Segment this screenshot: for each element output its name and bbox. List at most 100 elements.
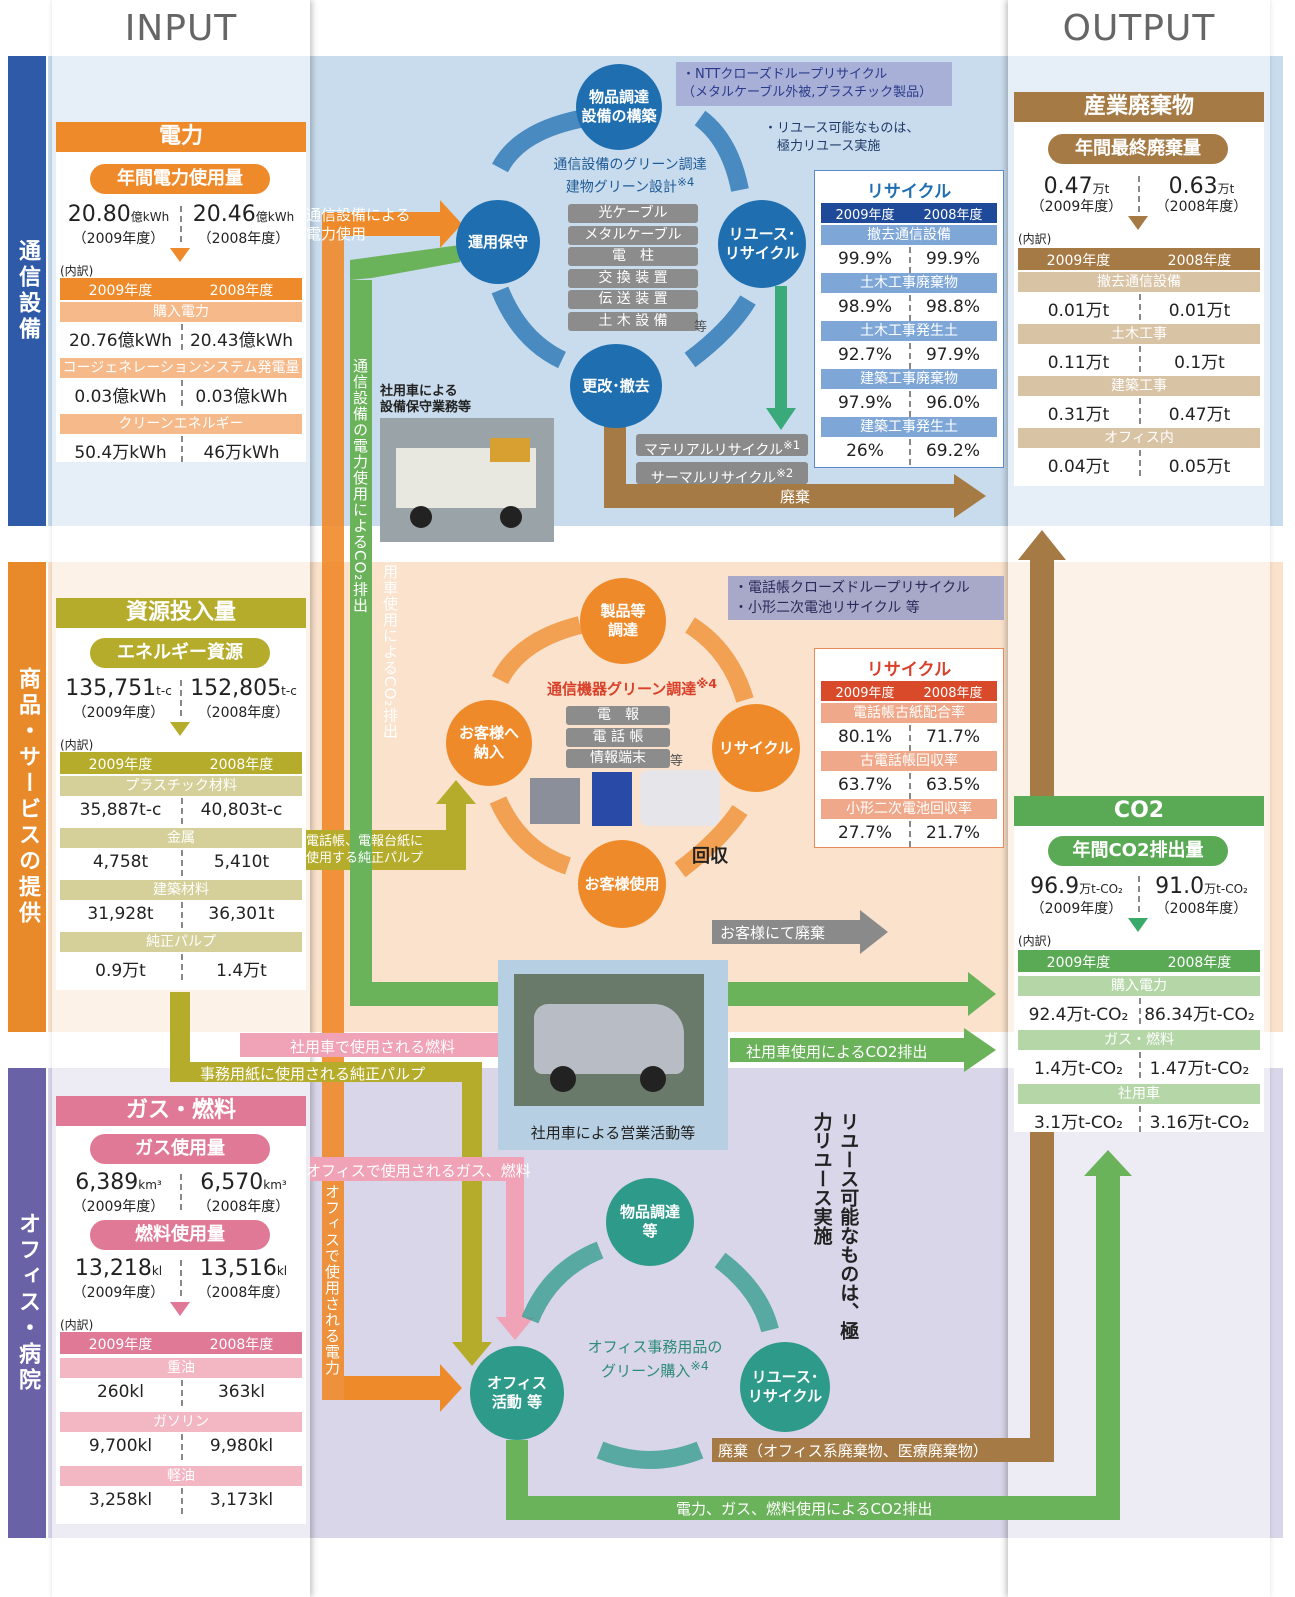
waste-panel: 産業廃棄物 年間最終廃棄量 0.47万t 0.63万t （2009年度） （20… [1014,92,1264,486]
sales-car-box: 社用車による営業活動等 [498,960,728,1150]
section-office: オフィス・病院 [8,1068,46,1538]
value-2009: 1.4万t-CO₂ [1034,1059,1123,1079]
year-2008: （2008年度） [1155,199,1248,215]
telecom-dispose-label: 廃棄 [780,488,811,506]
pulp-flow-label: 電話帳、電報台紙に 使用する純正パルプ [306,834,424,866]
value-2008: 69.2% [925,441,980,461]
year-2009: （2009年度） [1030,901,1123,917]
divider [181,436,183,462]
row-label: 電話帳古紙配合率 [821,703,997,723]
equipment-tag: 伝 送 装 置 [568,290,698,309]
value-2008: 96.0% [925,393,980,413]
divider [1138,176,1140,212]
input-header: INPUT [124,8,238,49]
sales-car-photo [514,974,704,1106]
value-2009: 80.1% [837,727,892,747]
co2-pill: 年間CO2排出量 [1048,836,1228,866]
year-2008: （2008年度） [197,705,290,721]
truck-wheel [500,506,522,528]
telecom-power-flow-label: 通信設備による 電力使用 [306,206,411,243]
telephone-photo [640,770,720,826]
gas-year-header: 2009年度 2008年度 [60,1332,302,1354]
waste-total-2008: 0.63万t [1168,174,1235,199]
value-2009: 98.9% [837,297,892,317]
power-total-2008: 20.46億kWh [192,202,295,227]
divider [909,343,911,369]
divider [181,1434,183,1460]
value-2008: 36,301t [208,904,275,924]
row-label: 金属 [60,828,302,848]
telecom-etc: 等 [694,320,708,335]
telecom-car-caption: 社用車による 設備保守業務等 [380,384,472,416]
year-2008: （2008年度） [197,1199,290,1215]
year-2008: （2008年度） [1155,901,1248,917]
maintenance-truck-photo [380,418,554,542]
value-2009: 0.01万t [1047,301,1110,321]
row-label: 撤去通信設備 [821,225,997,245]
phonebook-loop-box: ・電話帳クローズドループリサイクル ・小形二次電池リサイクル 等 [728,576,1004,620]
value-2008: 98.8% [925,297,980,317]
value-2008: 3.16万t-CO₂ [1149,1113,1250,1133]
gas-pill: ガス使用量 [90,1134,270,1164]
value-2009: 260kl [96,1382,144,1402]
divider [180,680,182,716]
telecom-procure-circle: 物品調達 設備の構築 [576,64,662,150]
value-2009: 0.31万t [1047,405,1110,425]
breakdown-label: (内訳) [1018,934,1052,948]
power-total-2009: 20.80億kWh [67,202,170,227]
value-2008: 9,980kl [209,1436,274,1456]
thermal-recycle-tag: サーマルリサイクル※2 [636,462,808,487]
row-label: 土木工事 [1018,324,1260,344]
equipment-tag: 情報端末 [566,749,670,768]
office-reuse-circle: リユース･ リサイクル [740,1342,830,1432]
divider [909,725,911,751]
fuel-2009: 13,218kl [74,1256,163,1281]
divider [1139,450,1141,476]
row-label: 小形二次電池回収率 [821,799,997,819]
value-2008: 0.05万t [1168,457,1231,477]
down-arrow-icon [1128,216,1148,230]
value-2009: 9,700kl [88,1436,153,1456]
resources-total-2008: 152,805t-c [190,676,297,701]
breakdown-label: (内訳) [1018,232,1052,246]
divider [180,1260,182,1296]
telecom-operate-circle: 運用保守 [456,200,540,284]
value-2008: 1.47万t-CO₂ [1149,1059,1250,1079]
row-label: 土木工事発生土 [821,321,997,341]
divider [181,380,183,406]
value-2009: 27.7% [837,823,892,843]
breakdown-label: (内訳) [60,738,94,752]
value-2008: 0.03億kWh [195,387,288,407]
car-co2-vertical: 社用車使用によるCO₂排出 [381,548,399,740]
row-label: 重油 [60,1358,302,1378]
row-label: クリーンエネルギー [60,414,302,434]
telecom-recycle-year-header: 2009年度 2008年度 [821,203,997,223]
value-2008: 20.43億kWh [189,331,294,351]
value-2009: 50.4万kWh [74,443,167,463]
row-label: コージェネレーションシステム発電量 [60,358,302,378]
customer-dispose-label: お客様にて廃棄 [720,924,826,942]
row-label: 社用車 [1018,1084,1260,1104]
row-label: 購入電力 [60,302,302,322]
divider [909,821,911,847]
value-2009: 35,887t-c [79,800,162,820]
value-2008: 40,803t-c [200,800,283,820]
year-2009: （2009年度） [72,1199,165,1215]
row-label: 建築工事 [1018,376,1260,396]
value-2008: 0.01万t [1168,301,1231,321]
value-2009: 92.4万t-CO₂ [1028,1005,1129,1025]
telecom-reuse-circle: リユース･ リサイクル [718,200,806,288]
row-label: 純正パルプ [60,932,302,952]
value-2009: 4,758t [92,852,149,872]
office-power-vertical: オフィスで使用される電力 [323,1184,341,1376]
equipment-tag: メタルケーブル [568,225,698,245]
office-activity-circle: オフィス 活動 等 [470,1346,564,1440]
divider [181,902,183,928]
value-2008: 97.9% [925,345,980,365]
products-procure-circle: 製品等 調達 [580,578,666,664]
row-label: 建築工事発生土 [821,417,997,437]
value-2009: 3,258kl [88,1490,153,1510]
gas-2008: 6,570km³ [200,1170,287,1195]
year-2009: （2009年度） [1030,199,1123,215]
value-2008: 63.5% [925,775,980,795]
